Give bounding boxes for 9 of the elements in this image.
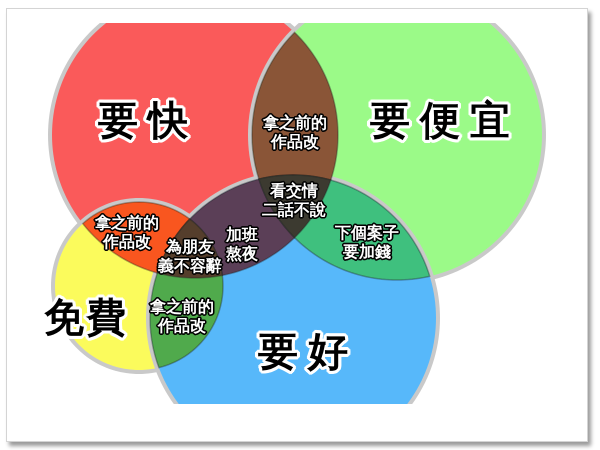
circle-label: 要好	[258, 330, 348, 374]
region-label: 拿之前的作品改	[263, 113, 327, 151]
circle-label: 要快	[98, 99, 188, 143]
circle-label: 要便宜	[370, 99, 510, 143]
region-label: 下個案子要加錢	[335, 223, 399, 261]
region-label: 拿之前的作品改	[95, 213, 159, 251]
region-label: 加班熬夜	[226, 225, 258, 263]
region-label: 拿之前的作品改	[150, 297, 214, 335]
region-label: 為朋友義不容辭	[158, 237, 222, 275]
